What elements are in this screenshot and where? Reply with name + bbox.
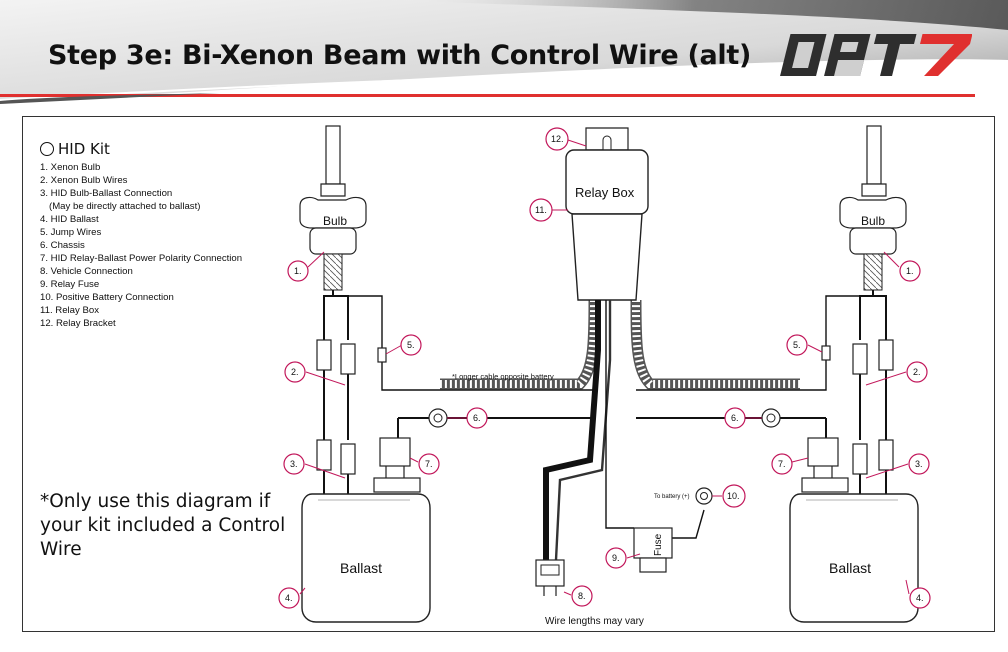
left-polarity-connector <box>379 417 594 478</box>
battery-label: To battery (+) <box>654 494 690 500</box>
callout-2-left: 2. <box>291 367 299 377</box>
vehicle-wires <box>543 300 705 561</box>
legend-item: 5. Jump Wires <box>40 227 102 238</box>
battery-terminal <box>695 487 713 505</box>
callout-7-right: 7. <box>778 459 786 469</box>
callout-11: 11. <box>535 205 547 215</box>
right-bulb-wires <box>636 290 887 496</box>
legend: HID Kit 1. Xenon Bulb 2. Xenon Bulb Wire… <box>40 140 300 330</box>
callout-9: 9. <box>612 553 620 563</box>
legend-item: 3. HID Bulb-Ballast Connection <box>40 188 173 199</box>
callout-5-left: 5. <box>407 340 415 350</box>
callout-4-left: 4. <box>285 593 293 603</box>
callout-7-left: 7. <box>425 459 433 469</box>
left-chassis <box>428 408 448 428</box>
right-ballast <box>789 477 919 623</box>
callout-1-right: 1. <box>906 266 914 276</box>
legend-title-text: HID Kit <box>58 140 110 158</box>
legend-item: 6. Chassis <box>40 240 85 251</box>
legend-item: 7. HID Relay-Ballast Power Polarity Conn… <box>40 253 243 264</box>
legend-item: 12. Relay Bracket <box>40 318 116 329</box>
callout-2-right: 2. <box>913 367 921 377</box>
diagram-frame <box>22 116 995 632</box>
callout-6-right: 6. <box>731 413 739 423</box>
legend-item: 11. Relay Box <box>40 305 100 316</box>
callout-3-right: 3. <box>915 459 923 469</box>
header: Step 3e: Bi-Xenon Beam with Control Wire… <box>0 0 1008 108</box>
legend-item: 8. Vehicle Connection <box>40 266 133 277</box>
legend-item: 1. Xenon Bulb <box>40 162 101 173</box>
callout-5-right: 5. <box>793 340 801 350</box>
callout-1-left: 1. <box>294 266 302 276</box>
relay-box <box>565 127 649 301</box>
circle-icon <box>40 142 54 156</box>
right-chassis <box>761 408 781 428</box>
legend-title: HID Kit <box>40 140 300 158</box>
left-ballast <box>301 477 431 623</box>
legend-item: 9. Relay Fuse <box>40 279 100 290</box>
right-connectors <box>821 339 894 475</box>
callout-4-right: 4. <box>916 593 924 603</box>
right-bulb-label: Bulb <box>861 214 885 228</box>
legend-item: 2. Xenon Bulb Wires <box>40 175 128 186</box>
left-bulb <box>299 125 367 291</box>
right-bulb <box>839 125 907 291</box>
right-ballast-label: Ballast <box>829 560 871 576</box>
callout-3-left: 3. <box>290 459 298 469</box>
left-bulb-wires <box>323 290 594 496</box>
control-wire-note: *Only use this diagram if your kit inclu… <box>40 491 286 560</box>
callouts: 1. 2. 3. 4. 5. 6. 7. 8. 9. 10. 11. <box>278 127 931 609</box>
relay-harness <box>440 299 800 390</box>
callout-10: 10. <box>727 491 740 501</box>
vehicle-connector <box>535 559 565 596</box>
legend-item: 4. HID Ballast <box>40 214 99 225</box>
relay-box-label: Relay Box <box>575 185 635 200</box>
wire-lengths-note: Wire lengths may vary <box>545 616 644 627</box>
left-connectors <box>316 339 387 475</box>
page-title: Step 3e: Bi-Xenon Beam with Control Wire… <box>48 40 752 71</box>
relay-fuse <box>633 527 673 573</box>
legend-item: (May be directly attached to ballast) <box>49 201 201 212</box>
left-bulb-label: Bulb <box>323 214 347 228</box>
callout-8: 8. <box>578 591 586 601</box>
fuse-label: Fuse <box>653 533 664 556</box>
opt7-logo <box>780 34 972 76</box>
legend-list: 1. Xenon Bulb 2. Xenon Bulb Wires 3. HID… <box>40 161 300 330</box>
cable-note: *Longer cable opposite battery <box>452 372 554 381</box>
callout-6-left: 6. <box>473 413 481 423</box>
callout-12: 12. <box>551 134 564 144</box>
legend-item: 10. Positive Battery Connection <box>40 292 174 303</box>
left-ballast-label: Ballast <box>340 560 382 576</box>
